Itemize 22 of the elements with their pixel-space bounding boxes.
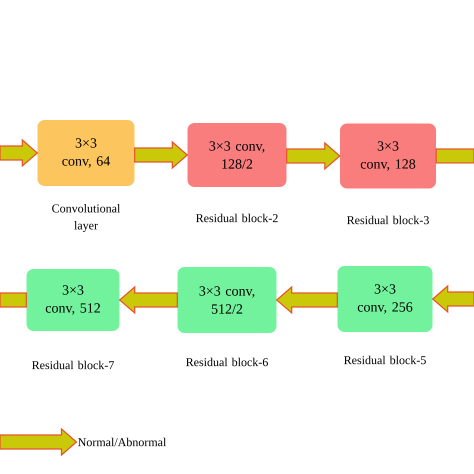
block-arrow xyxy=(134,140,188,170)
arrow-stub xyxy=(0,292,27,308)
block-caption: Residual block-7 xyxy=(32,360,114,370)
conv-block-box: 3×3 conv, 64 xyxy=(38,120,134,186)
block-caption: Residual block-5 xyxy=(344,356,426,364)
conv-block-box: 3×3 conv, 128/2 xyxy=(188,123,286,187)
block-caption: Residual block-6 xyxy=(186,358,268,366)
block-arrow xyxy=(118,286,178,314)
conv-block-box: 3×3 conv, 512/2 xyxy=(178,267,276,333)
block-arrow xyxy=(432,284,474,314)
block-arrow xyxy=(0,138,38,168)
arrow-stub xyxy=(436,148,474,164)
block-arrow xyxy=(0,428,78,456)
conv-block-box: 3×3 conv, 512 xyxy=(26,269,120,331)
block-caption: Convolutional layer xyxy=(52,204,120,232)
block-caption: Residual block-3 xyxy=(347,216,429,224)
block-arrow xyxy=(286,142,341,170)
output-label: Normal/Abnormal xyxy=(78,438,166,446)
conv-block-box: 3×3 conv, 256 xyxy=(338,266,432,332)
block-arrow xyxy=(276,286,338,314)
block-caption: Residual block-2 xyxy=(196,214,278,222)
conv-block-box: 3×3 conv, 128 xyxy=(340,124,436,188)
